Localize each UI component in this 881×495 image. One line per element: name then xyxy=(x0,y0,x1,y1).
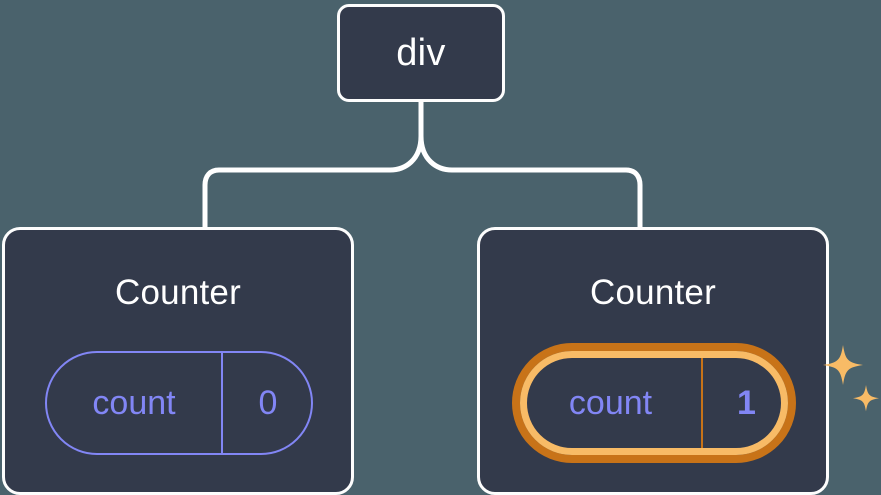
sparkle-icon xyxy=(823,345,879,412)
state-pill-highlighted[interactable]: count 1 xyxy=(512,343,796,463)
state-key-label: count xyxy=(92,384,176,422)
node-title: Counter xyxy=(115,273,241,312)
state-pill-wrapper: count 1 xyxy=(512,343,879,463)
root-node-label: div xyxy=(396,32,446,74)
state-pill[interactable]: count 0 xyxy=(45,351,313,455)
state-value-label: 1 xyxy=(701,351,790,455)
state-key-label: count xyxy=(568,384,653,422)
state-pill-wrapper: count 0 xyxy=(45,351,313,455)
node-root-div[interactable]: div xyxy=(337,4,505,102)
node-title: Counter xyxy=(590,273,716,312)
node-counter-left[interactable]: Counter count 0 xyxy=(2,227,354,495)
node-counter-right[interactable]: Counter count 1 xyxy=(477,227,879,495)
state-value-label: 0 xyxy=(221,353,313,453)
